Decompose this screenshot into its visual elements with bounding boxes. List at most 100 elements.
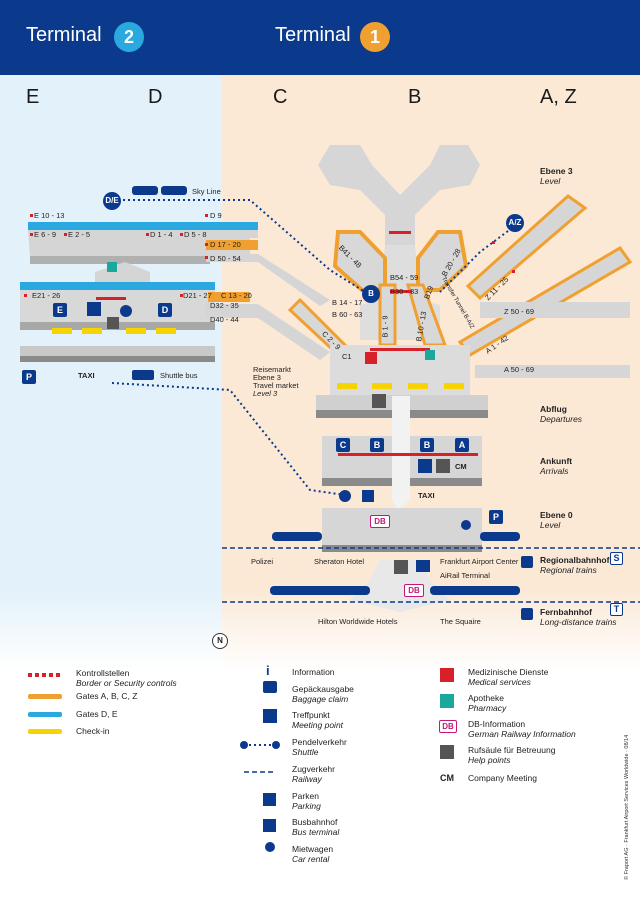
legend-car-rental-en: Car rental xyxy=(292,854,330,864)
level-ebene3-de: Ebene 3 xyxy=(540,166,573,176)
legend-shuttle-en: Shuttle xyxy=(292,747,319,757)
level-ebene0-en: Level xyxy=(540,520,561,530)
gate-label-d32: D32 - 35 xyxy=(210,301,239,310)
level-abflug-de: Abflug xyxy=(540,404,567,414)
legend-car-rental-de: Mietwagen xyxy=(292,844,334,854)
legend-pharmacy-de: Apotheke xyxy=(468,693,504,703)
legend-bus-terminal-en: Bus terminal xyxy=(292,827,340,837)
legend-shuttle-de: Pendelverkehr xyxy=(292,737,347,747)
terminal-2-zone xyxy=(0,75,222,650)
info-icon: i xyxy=(266,663,270,678)
header-bar: Terminal 2 Terminal 1 xyxy=(0,0,640,75)
gate-label-d9: D 9 xyxy=(210,211,222,220)
legend-check-in: Check-in xyxy=(76,726,110,736)
polizei-label: Polizei xyxy=(251,557,274,566)
gate-label-d5: D 5 - 8 xyxy=(184,230,207,239)
legend-security-controls-de: Kontrollstellen xyxy=(76,668,130,678)
gate-label-d21: D21 - 27 xyxy=(183,291,212,300)
gate-label-d1: D 1 - 4 xyxy=(150,230,173,239)
level-fernbahnhof-de: Fernbahnhof xyxy=(540,607,592,617)
db-icon-ebene0: DB xyxy=(370,515,390,528)
travel-market-level-label: Level 3 xyxy=(253,389,278,398)
concourse-c-label: C xyxy=(273,86,288,108)
shuttle-bus-label: Shuttle bus xyxy=(160,371,198,380)
terminal-2-zone-fade xyxy=(0,590,222,670)
concourse-az-label: A, Z xyxy=(540,86,577,108)
gate-label-b30: B30 - 33 xyxy=(390,287,419,296)
legend-company-meeting: Company Meeting xyxy=(468,773,537,783)
concourse-b-label: B xyxy=(408,86,422,108)
terminal-1-buildings xyxy=(287,145,633,612)
legend-gates-de: Gates D, E xyxy=(76,709,118,719)
sheraton-label: Sheraton Hotel xyxy=(314,557,365,566)
airrail-label: AiRail Terminal xyxy=(440,571,490,580)
level-ebene3-en: Level xyxy=(540,176,561,186)
gate-label-b14: B 14 - 17 xyxy=(332,298,363,307)
legend-swatches xyxy=(28,668,454,852)
terminal-2-number: 2 xyxy=(114,22,144,52)
taxi-t2-label: TAXI xyxy=(78,371,95,380)
legend-parking-de: Parken xyxy=(292,791,319,801)
legend-gates-abcz: Gates A, B, C, Z xyxy=(76,691,138,701)
long-distance-train-station-icon xyxy=(521,608,533,620)
legend-meeting-point-en: Meeting point xyxy=(292,720,344,730)
sky-line-de-stop: D/E xyxy=(103,192,121,210)
level-abflug-en: Departures xyxy=(540,414,583,424)
gate-label-e10: E 10 - 13 xyxy=(34,211,65,220)
travel-market-label: Travel market xyxy=(253,381,299,390)
legend-medical-en: Medical services xyxy=(468,677,531,687)
gate-label-d40: D40 - 44 xyxy=(210,315,239,324)
gate-label-b54: B54 - 59 xyxy=(390,273,419,282)
regional-train-icon xyxy=(521,556,533,568)
gate-label-e21: E21 - 26 xyxy=(32,291,61,300)
legend-pharmacy-en: Pharmacy xyxy=(468,703,507,713)
level-fernbahnhof-en: Long-distance trains xyxy=(540,617,617,627)
legend-db-icon: DB xyxy=(439,720,457,733)
legend-baggage-claim-de: Gepäckausgabe xyxy=(292,684,354,694)
legend-help-points-en: Help points xyxy=(468,755,511,765)
parking-icon: P xyxy=(489,510,503,524)
legend-railway-en: Railway xyxy=(292,774,322,784)
concourse-d-badge: D xyxy=(158,303,172,317)
sky-line-route xyxy=(111,199,521,496)
terminal-2-buildings xyxy=(20,222,330,362)
gate-label-c13: C 13 - 20 xyxy=(221,291,252,300)
legend-security-controls-en: Border or Security controls xyxy=(76,678,177,688)
map-icons xyxy=(87,186,471,574)
concourse-c-badge: C xyxy=(336,438,350,452)
level-ankunft-en: Arrivals xyxy=(540,466,569,476)
north-arrow-icon: N xyxy=(212,633,228,649)
reisemarkt-level-label: Ebene 3 xyxy=(253,373,281,382)
legend-bus-terminal-de: Busbahnhof xyxy=(292,817,338,827)
legend-db-information-de: DB-Information xyxy=(468,719,526,729)
gate-label-z50: Z 50 - 69 xyxy=(504,307,535,316)
parking-t2-icon: P xyxy=(22,370,36,384)
gate-label-a50: A 50 - 69 xyxy=(504,365,535,374)
legend-railway-de: Zugverkehr xyxy=(292,764,335,774)
gate-label-e2: E 2 - 5 xyxy=(68,230,91,239)
company-meeting-label: CM xyxy=(455,462,467,471)
legend-meeting-point-de: Treffpunkt xyxy=(292,710,330,720)
railway-lines xyxy=(222,532,640,603)
taxi-t1-label: TAXI xyxy=(418,491,435,500)
legend-cm-icon: CM xyxy=(440,773,454,783)
terminal-2-title: Terminal xyxy=(26,24,102,46)
sky-line-label: Sky Line xyxy=(192,187,221,196)
legend-information: Information xyxy=(292,667,335,677)
